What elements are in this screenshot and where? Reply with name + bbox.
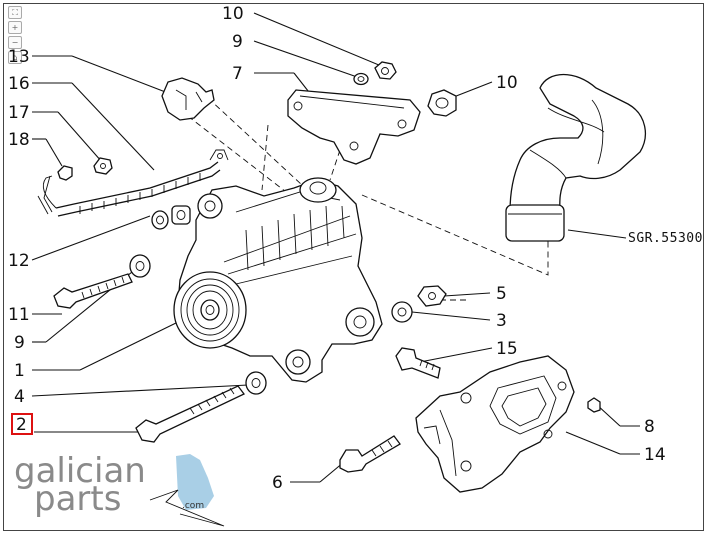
callout-6[interactable]: 6 <box>272 473 283 493</box>
callout-11[interactable]: 11 <box>8 305 30 325</box>
callout-13[interactable]: 13 <box>8 47 30 67</box>
bolt-part-11 <box>53 273 133 309</box>
terminal-part-18 <box>57 165 73 181</box>
bolt-part-6 <box>339 435 401 473</box>
washer-part-9-top <box>353 72 369 86</box>
assembly-dashed-lines <box>179 97 549 301</box>
callout-14[interactable]: 14 <box>644 445 666 465</box>
hose-sgr-55300 <box>505 74 646 242</box>
bushing-part-12 <box>151 205 191 230</box>
galicianparts-logo: galician parts .com <box>14 451 225 527</box>
callout-18[interactable]: 18 <box>8 130 30 150</box>
cable-part-16 <box>37 149 229 217</box>
logo-line2: parts <box>34 479 121 519</box>
nut-part-10-top <box>374 61 397 80</box>
callout-15[interactable]: 15 <box>496 339 518 359</box>
selected-callout-highlight[interactable] <box>11 413 33 435</box>
callout-5[interactable]: 5 <box>496 284 507 304</box>
nut-part-5 <box>417 285 447 307</box>
callout-8[interactable]: 8 <box>644 417 655 437</box>
callout-10-right[interactable]: 10 <box>496 73 518 93</box>
bolt-part-15 <box>395 347 441 379</box>
nut-part-17 <box>93 157 113 175</box>
zoom-in-icon[interactable]: + <box>8 21 22 34</box>
callout-10-top[interactable]: 10 <box>222 4 244 24</box>
callout-16[interactable]: 16 <box>8 74 30 94</box>
callout-9-top[interactable]: 9 <box>232 32 243 52</box>
logo-line1: galician <box>14 451 146 491</box>
callout-2[interactable]: 2 <box>16 415 27 435</box>
callout-9-left[interactable]: 9 <box>14 333 25 353</box>
callout-12[interactable]: 12 <box>8 251 30 271</box>
callout-4[interactable]: 4 <box>14 387 25 407</box>
washer-part-3 <box>391 301 413 323</box>
home-icon[interactable]: ⌂ <box>8 51 22 64</box>
fit-icon[interactable]: ⛶ <box>8 6 22 19</box>
dowel-part-8 <box>587 397 601 413</box>
callout-ref-sgr[interactable]: SGR.55300 <box>628 231 703 246</box>
leader-lines <box>31 12 640 483</box>
viewer-toolbar: ⛶ + − ⌂ <box>8 6 22 64</box>
clip-part-13 <box>161 77 215 121</box>
bracket-part-7 <box>287 89 421 165</box>
washer-part-4 <box>245 371 267 395</box>
logo-swoosh <box>149 489 225 527</box>
callout-7[interactable]: 7 <box>232 64 243 84</box>
logo-domain: .com <box>182 501 204 511</box>
flanged-nut-part-10-right <box>427 89 457 117</box>
long-bolt-part-2 <box>135 385 245 443</box>
callout-17[interactable]: 17 <box>8 103 30 123</box>
zoom-out-icon[interactable]: − <box>8 36 22 49</box>
callout-labels: 10 9 7 10 13 16 17 18 12 11 9 1 4 2 5 3 … <box>8 4 703 493</box>
callout-1[interactable]: 1 <box>14 361 25 381</box>
callout-3[interactable]: 3 <box>496 311 507 331</box>
mounting-bracket-part-14 <box>415 355 575 493</box>
alternator-part-1 <box>173 177 383 383</box>
washer-part-9-left <box>129 254 151 278</box>
logo-map-accent <box>176 454 214 510</box>
